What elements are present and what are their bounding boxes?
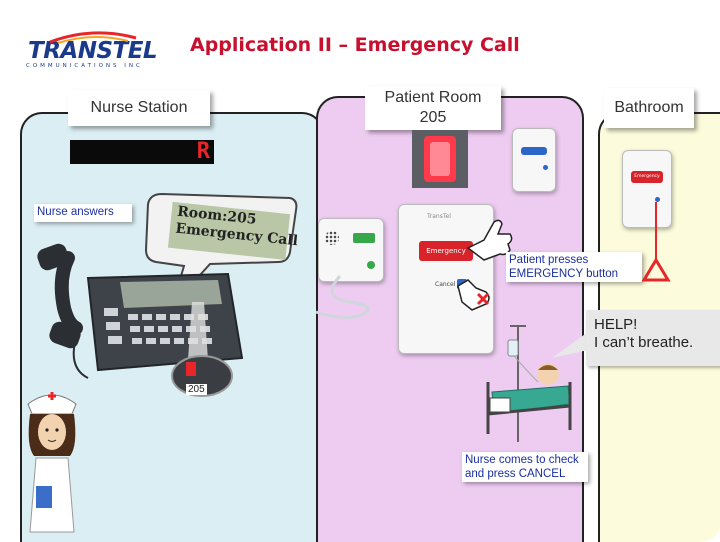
hand-cancel-pointer-icon (457, 279, 490, 311)
green-indicator-icon (367, 261, 375, 269)
bathroom-emergency-button[interactable]: Emergency (631, 171, 663, 183)
help-bubble-pointer (552, 332, 588, 358)
patient-room-label-line1: Patient Room (384, 89, 482, 106)
nurse-station-label-text: Nurse Station (90, 99, 188, 116)
led-sign-text: R (196, 139, 210, 164)
emergency-call-station: TransTel Emergency Cancel (398, 204, 494, 354)
help-speech-bubble: HELP! I can’t breathe. (586, 310, 720, 366)
nurse-answers-tag: Nurse answers (34, 204, 132, 222)
help-line-2: I can’t breathe. (594, 334, 694, 351)
room-station-device-small (512, 128, 556, 192)
patient-presses-tag: Patient presses EMERGENCY button (506, 252, 642, 282)
small-indicator-icon (543, 165, 548, 170)
small-blue-button (521, 147, 547, 155)
cancel-label: Cancel (435, 281, 456, 288)
speaker-grille-icon (325, 231, 339, 245)
bathroom-call-station: Emergency (622, 150, 672, 228)
bathroom-label: Bathroom (604, 88, 694, 128)
help-line-1: HELP! (594, 316, 638, 333)
nurse-cancel-tag: Nurse comes to check and press CANCEL (462, 452, 588, 482)
nurse-figure-icon (27, 392, 77, 533)
logo-text-trans: TRANS (28, 38, 113, 64)
patient-in-bed-icon (486, 325, 572, 442)
room-speaker-unit (318, 218, 384, 282)
pull-cord-icon (641, 202, 671, 282)
green-button-icon (353, 233, 375, 243)
logo-swoosh-icon (49, 31, 137, 44)
emergency-button[interactable]: Emergency (419, 241, 473, 261)
device-brand-label: TransTel (427, 213, 451, 220)
transtel-logo: TRANSTEL (28, 38, 158, 64)
hand-pointer-icon (466, 219, 513, 261)
logo-subtitle: COMMUNICATIONS INC (26, 63, 143, 69)
patient-room-label: Patient Room 205 (365, 86, 501, 130)
bathroom-indicator-icon (655, 197, 660, 202)
call-light-icon (412, 130, 468, 188)
patient-room-label-line2: 205 (419, 109, 447, 126)
nurse-station-label: Nurse Station (68, 90, 210, 126)
phone-display-number: 205 (186, 384, 207, 395)
logo-text-tel: TEL (112, 38, 158, 64)
cord-cable-icon (315, 274, 370, 319)
page-title: Application II – Emergency Call (190, 34, 520, 56)
bathroom-label-text: Bathroom (614, 99, 684, 116)
led-sign: R (70, 140, 214, 164)
